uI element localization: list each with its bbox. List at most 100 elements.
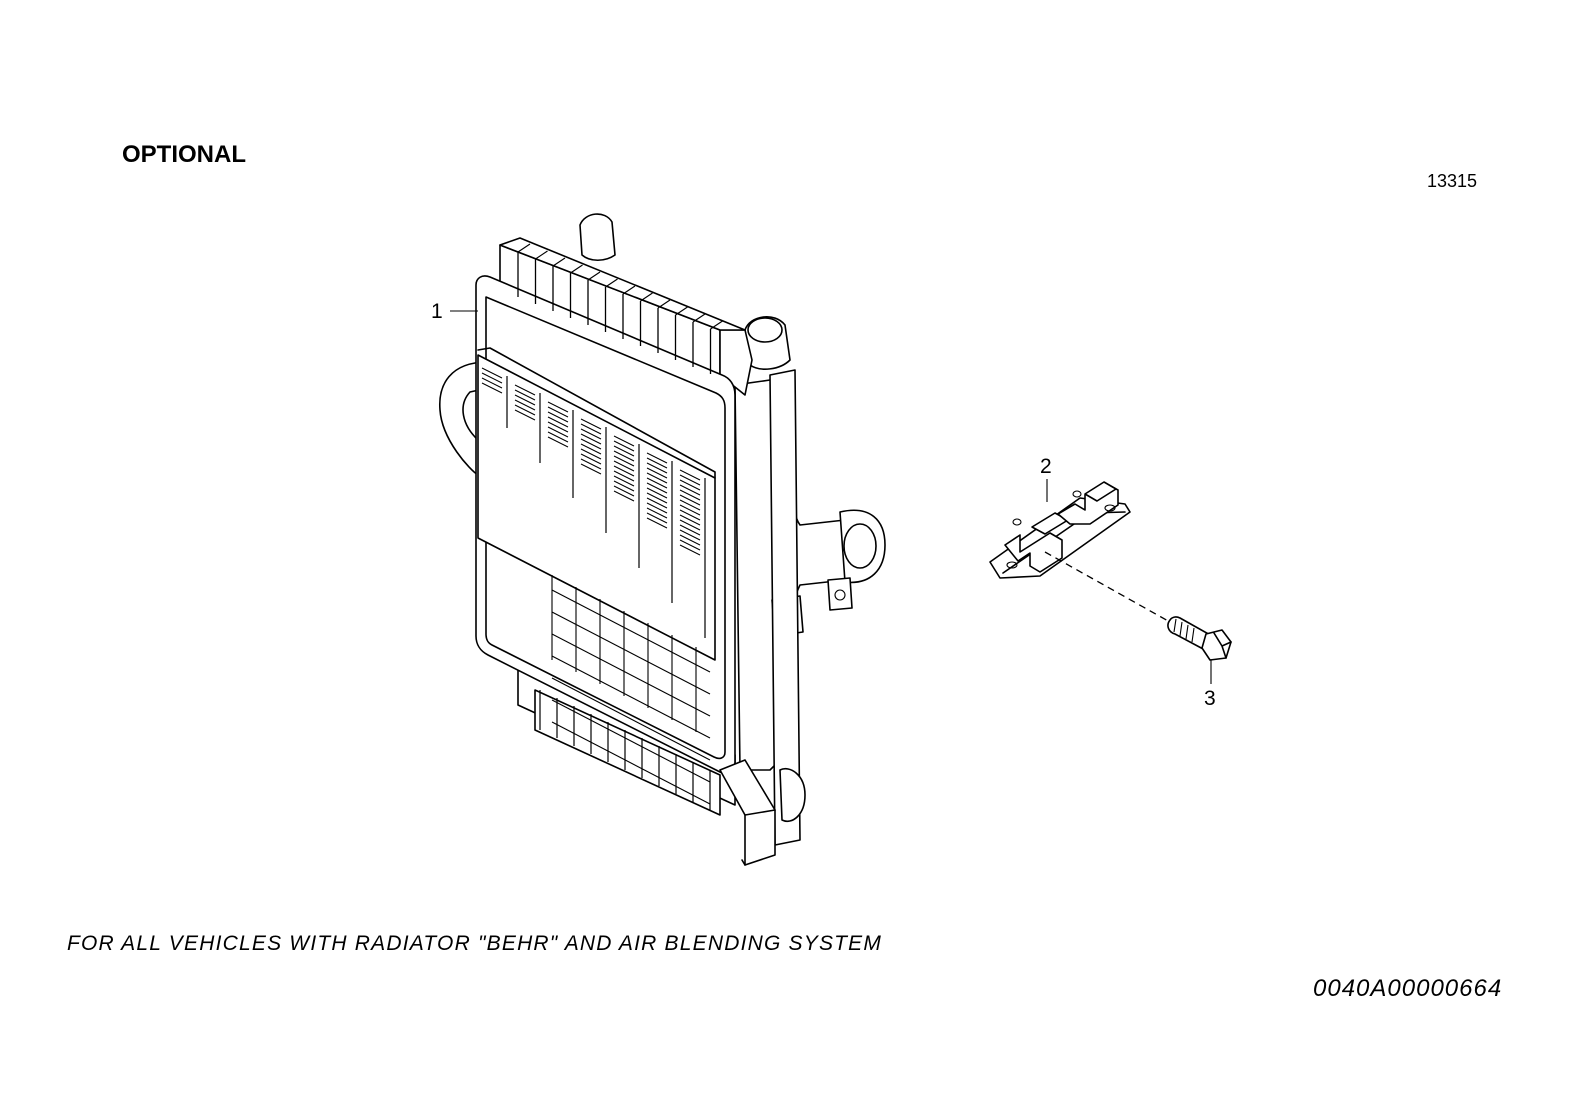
drawing-stroke [646, 502, 668, 514]
drawing-stroke [514, 394, 536, 406]
bolt-illustration [1167, 616, 1232, 661]
callout-2: 2 [1040, 455, 1052, 502]
drawing-stroke [679, 499, 701, 511]
drawing-stroke [710, 320, 723, 330]
drawing-stroke [552, 257, 566, 267]
drawing-stroke [551, 721, 711, 805]
drawing-stroke [646, 452, 668, 464]
drawing-stroke [580, 428, 602, 440]
drawing-stroke [613, 485, 635, 497]
drawing-stroke [679, 524, 701, 536]
drawing-stroke [580, 438, 602, 450]
drawing-stroke [613, 455, 635, 467]
drawing-stroke [679, 489, 701, 501]
drawing-stroke [657, 299, 671, 309]
drawing-stroke [535, 250, 548, 260]
drawing-stroke [514, 399, 536, 411]
drawing-stroke [547, 411, 569, 423]
drawing-stroke [580, 423, 602, 435]
drawing-stroke [580, 433, 602, 445]
drawing-stroke [551, 655, 711, 739]
drawing-stroke [613, 460, 635, 472]
drawing-stroke [481, 367, 503, 379]
drawing-stroke [580, 453, 602, 465]
callout-3: 3 [1204, 660, 1216, 710]
radiator-illustration [439, 213, 886, 866]
drawing-stroke [547, 416, 569, 428]
drawing-stroke [580, 448, 602, 460]
drawing-stroke [613, 445, 635, 457]
drawing-stroke [646, 457, 668, 469]
drawing-stroke [551, 611, 711, 695]
radiator-face-lines [481, 367, 706, 638]
drawing-stroke [613, 475, 635, 487]
drawing-stroke [551, 633, 711, 717]
drawing-stroke [551, 699, 711, 783]
drawing-stroke [679, 534, 701, 546]
drawing-stroke [613, 480, 635, 492]
drawing-stroke [570, 264, 583, 274]
drawing-stroke [679, 544, 701, 556]
drawing-stroke [613, 440, 635, 452]
callout-label-2: 2 [1040, 455, 1052, 478]
drawing-stroke [646, 477, 668, 489]
radiator-bottom-fins [539, 690, 711, 810]
drawing-stroke [580, 463, 602, 475]
drawing-stroke [679, 509, 701, 521]
drawing-stroke [547, 436, 569, 448]
drawing-stroke [514, 389, 536, 401]
callout-1: 1 [431, 300, 478, 323]
radiator-top-fins [517, 243, 723, 374]
drawing-stroke [580, 418, 602, 430]
drawing-stroke [481, 372, 503, 384]
drawing-stroke [646, 487, 668, 499]
drawing-stroke [547, 406, 569, 418]
radiator-face-grid [551, 575, 711, 805]
drawing-stroke [613, 435, 635, 447]
drawing-stroke [587, 271, 601, 281]
drawing-stroke [605, 278, 618, 288]
callout-label-1: 1 [431, 300, 443, 323]
drawing-stroke [679, 519, 701, 531]
drawing-stroke [551, 677, 711, 761]
callout-label-3: 3 [1204, 687, 1216, 710]
drawing-stroke [646, 507, 668, 519]
drawing-stroke [640, 292, 653, 302]
drawing-stroke [622, 285, 636, 295]
drawing-stroke [613, 490, 635, 502]
figure-number: 13315 [1427, 171, 1478, 191]
drawing-stroke [646, 462, 668, 474]
drawing-stroke [646, 467, 668, 479]
drawing-stroke [679, 479, 701, 491]
drawing-stroke [646, 512, 668, 524]
drawing-stroke [646, 517, 668, 529]
drawing-stroke [679, 474, 701, 486]
drawing-stroke [613, 465, 635, 477]
drawing-stroke [481, 377, 503, 389]
application-note: FOR ALL VEHICLES WITH RADIATOR "BEHR" AN… [67, 932, 883, 955]
drawing-stroke [679, 539, 701, 551]
drawing-stroke [646, 472, 668, 484]
drawing-stroke [646, 482, 668, 494]
drawing-stroke [547, 426, 569, 438]
drawing-stroke [547, 401, 569, 413]
drawing-stroke [646, 497, 668, 509]
section-heading: OPTIONAL [122, 141, 246, 168]
drawing-stroke [679, 504, 701, 516]
drawing-stroke [679, 494, 701, 506]
drawing-stroke [514, 384, 536, 396]
drawing-stroke [679, 469, 701, 481]
drawing-stroke [613, 450, 635, 462]
drawing-stroke [517, 243, 531, 253]
drawing-stroke [580, 458, 602, 470]
drawing-stroke [679, 529, 701, 541]
drawing-stroke [613, 470, 635, 482]
drawing-stroke [580, 443, 602, 455]
drawing-stroke [514, 404, 536, 416]
bracket-illustration [989, 481, 1171, 623]
drawing-stroke [547, 421, 569, 433]
drawing-stroke [679, 484, 701, 496]
drawing-stroke [675, 306, 688, 316]
drawing-stroke [692, 313, 706, 323]
